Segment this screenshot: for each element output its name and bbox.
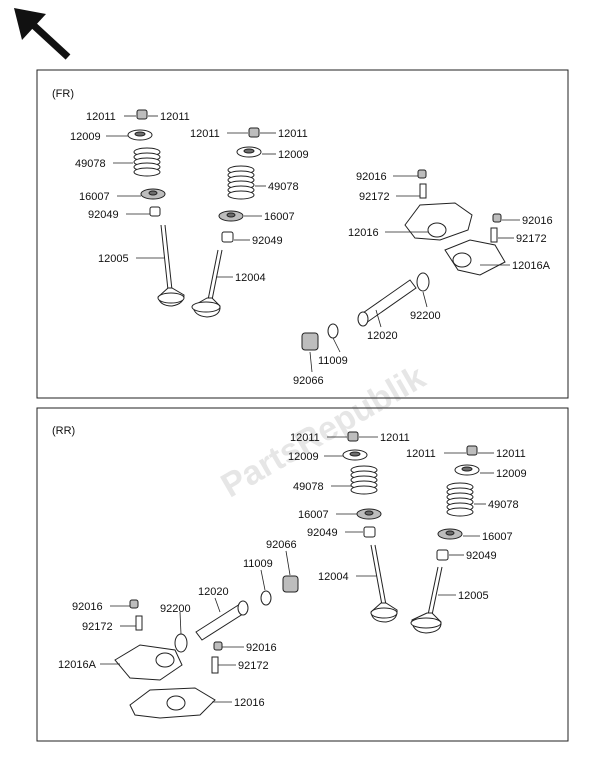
part-label: 92200 [160,603,191,615]
part-label: 49078 [293,481,324,493]
part-label: 12011 [160,111,190,123]
part-label: 92049 [307,527,338,539]
part-label: 12016 [348,227,379,239]
rear-rocker-shaft [174,575,299,653]
part-label: 92172 [516,233,547,245]
part-label: 11009 [243,558,273,570]
part-label: 92016 [522,215,553,227]
part-label: 92016 [356,171,387,183]
part-label: 92172 [359,191,390,203]
front-valve-assembly-right [191,127,262,318]
rear-panel-frame [36,407,569,742]
rear-valve-assembly-left [342,431,398,623]
part-label: 12011 [496,448,526,460]
part-label: 12011 [380,432,410,444]
front-rocker-shaft [301,272,430,351]
part-label: 92172 [82,621,113,633]
front-panel-frame [36,69,569,399]
front-section-label: (FR) [52,88,74,100]
part-label: 16007 [298,509,329,521]
part-label: 12005 [98,253,129,265]
part-label: 12016A [512,260,551,272]
part-label: 92066 [293,375,324,387]
front-leader-lines [106,115,520,373]
part-label: 92049 [88,209,119,221]
part-label: 16007 [79,191,110,203]
part-label: 11009 [318,355,348,367]
front-valve-assembly-left [127,109,185,307]
part-label: 12004 [235,272,266,284]
front-part-labels: 12011 12011 12009 49078 16007 92049 1200… [70,111,553,387]
part-label: 16007 [482,531,513,543]
part-label: 49078 [75,158,106,170]
part-label: 12011 [290,432,320,444]
part-label: 12011 [406,448,436,460]
part-label: 12009 [288,451,319,463]
rear-rocker-arms [114,599,223,719]
part-label: 12004 [318,571,349,583]
part-label: 92172 [238,660,269,672]
part-label: 12009 [496,468,527,480]
part-label: 12011 [86,111,116,123]
part-label: 12011 [190,128,220,140]
part-label: 12005 [458,590,489,602]
part-label: 92049 [466,550,497,562]
part-label: 92016 [72,601,103,613]
part-label: 12016A [58,659,97,671]
front-rocker-arms [404,169,506,276]
part-label: 49078 [268,181,299,193]
part-label: 12011 [278,128,308,140]
part-label: 12020 [198,586,229,598]
rear-part-labels: 12011 12011 12009 49078 16007 92049 1200… [58,432,527,709]
part-label: 16007 [264,211,295,223]
part-label: 92200 [410,310,441,322]
part-label: 92049 [252,235,283,247]
part-label: 12009 [70,131,101,143]
direction-arrow-icon [14,8,71,60]
rear-section-label: (RR) [52,425,75,437]
part-label: 92066 [266,539,297,551]
part-label: 12016 [234,697,265,709]
part-label: 92016 [246,642,277,654]
part-label: 49078 [488,499,519,511]
part-label: 12009 [278,149,309,161]
part-label: 12020 [367,330,398,342]
rear-valve-assembly-right [410,445,480,634]
rear-leader-lines [100,436,494,703]
